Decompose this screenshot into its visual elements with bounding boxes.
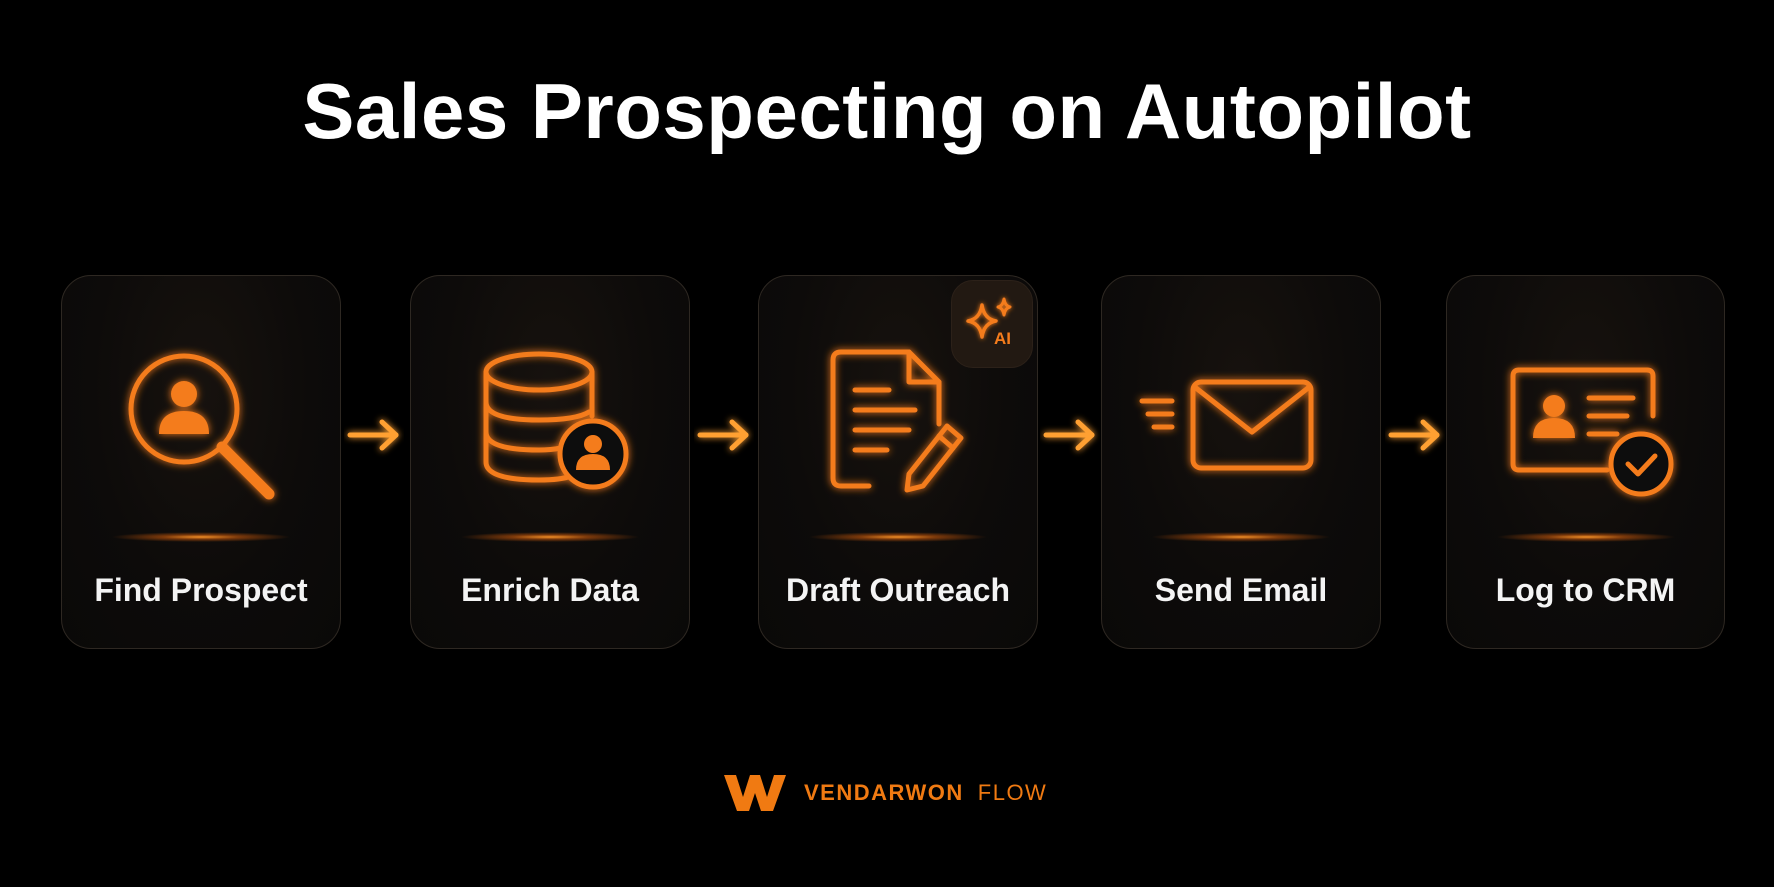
brand-name: VENDARWON: [804, 780, 964, 805]
envelope-fast-icon: [1102, 316, 1380, 516]
arrow-right-icon: [1385, 410, 1445, 460]
id-card-check-icon: [1447, 316, 1724, 516]
glow-divider: [808, 532, 988, 542]
step-label: Find Prospect: [94, 572, 308, 608]
arrow-right-icon: [344, 410, 404, 460]
glow-divider: [111, 532, 291, 542]
page-title: Sales Prospecting on Autopilot: [302, 67, 1472, 155]
sparkle-icon: [966, 297, 1012, 339]
arrow-right-icon: [694, 410, 754, 460]
ai-badge-text: AI: [994, 329, 1011, 348]
step-card-draft-outreach: AI Draft Outreach: [758, 275, 1038, 649]
document-pencil-icon: [759, 316, 1037, 516]
step-label: Send Email: [1154, 572, 1328, 608]
arrow-right-icon: [1040, 410, 1100, 460]
brand-footer: VENDARWON FLOW: [724, 771, 1047, 815]
step-label: Log to CRM: [1495, 572, 1676, 608]
step-card-find-prospect: Find Prospect: [61, 275, 341, 649]
ai-badge: AI: [951, 280, 1033, 368]
step-card-log-to-crm: Log to CRM: [1446, 275, 1725, 649]
glow-divider: [460, 532, 640, 542]
database-user-icon: [411, 316, 689, 516]
step-card-enrich-data: Enrich Data: [410, 275, 690, 649]
step-label: Draft Outreach: [785, 572, 1011, 608]
step-card-send-email: Send Email: [1101, 275, 1381, 649]
person-search-icon: [62, 316, 340, 516]
step-label: Enrich Data: [461, 572, 639, 608]
glow-divider: [1151, 532, 1331, 542]
brand-suffix: FLOW: [977, 780, 1048, 805]
glow-divider: [1495, 532, 1676, 542]
w-logo-icon: [724, 775, 786, 811]
